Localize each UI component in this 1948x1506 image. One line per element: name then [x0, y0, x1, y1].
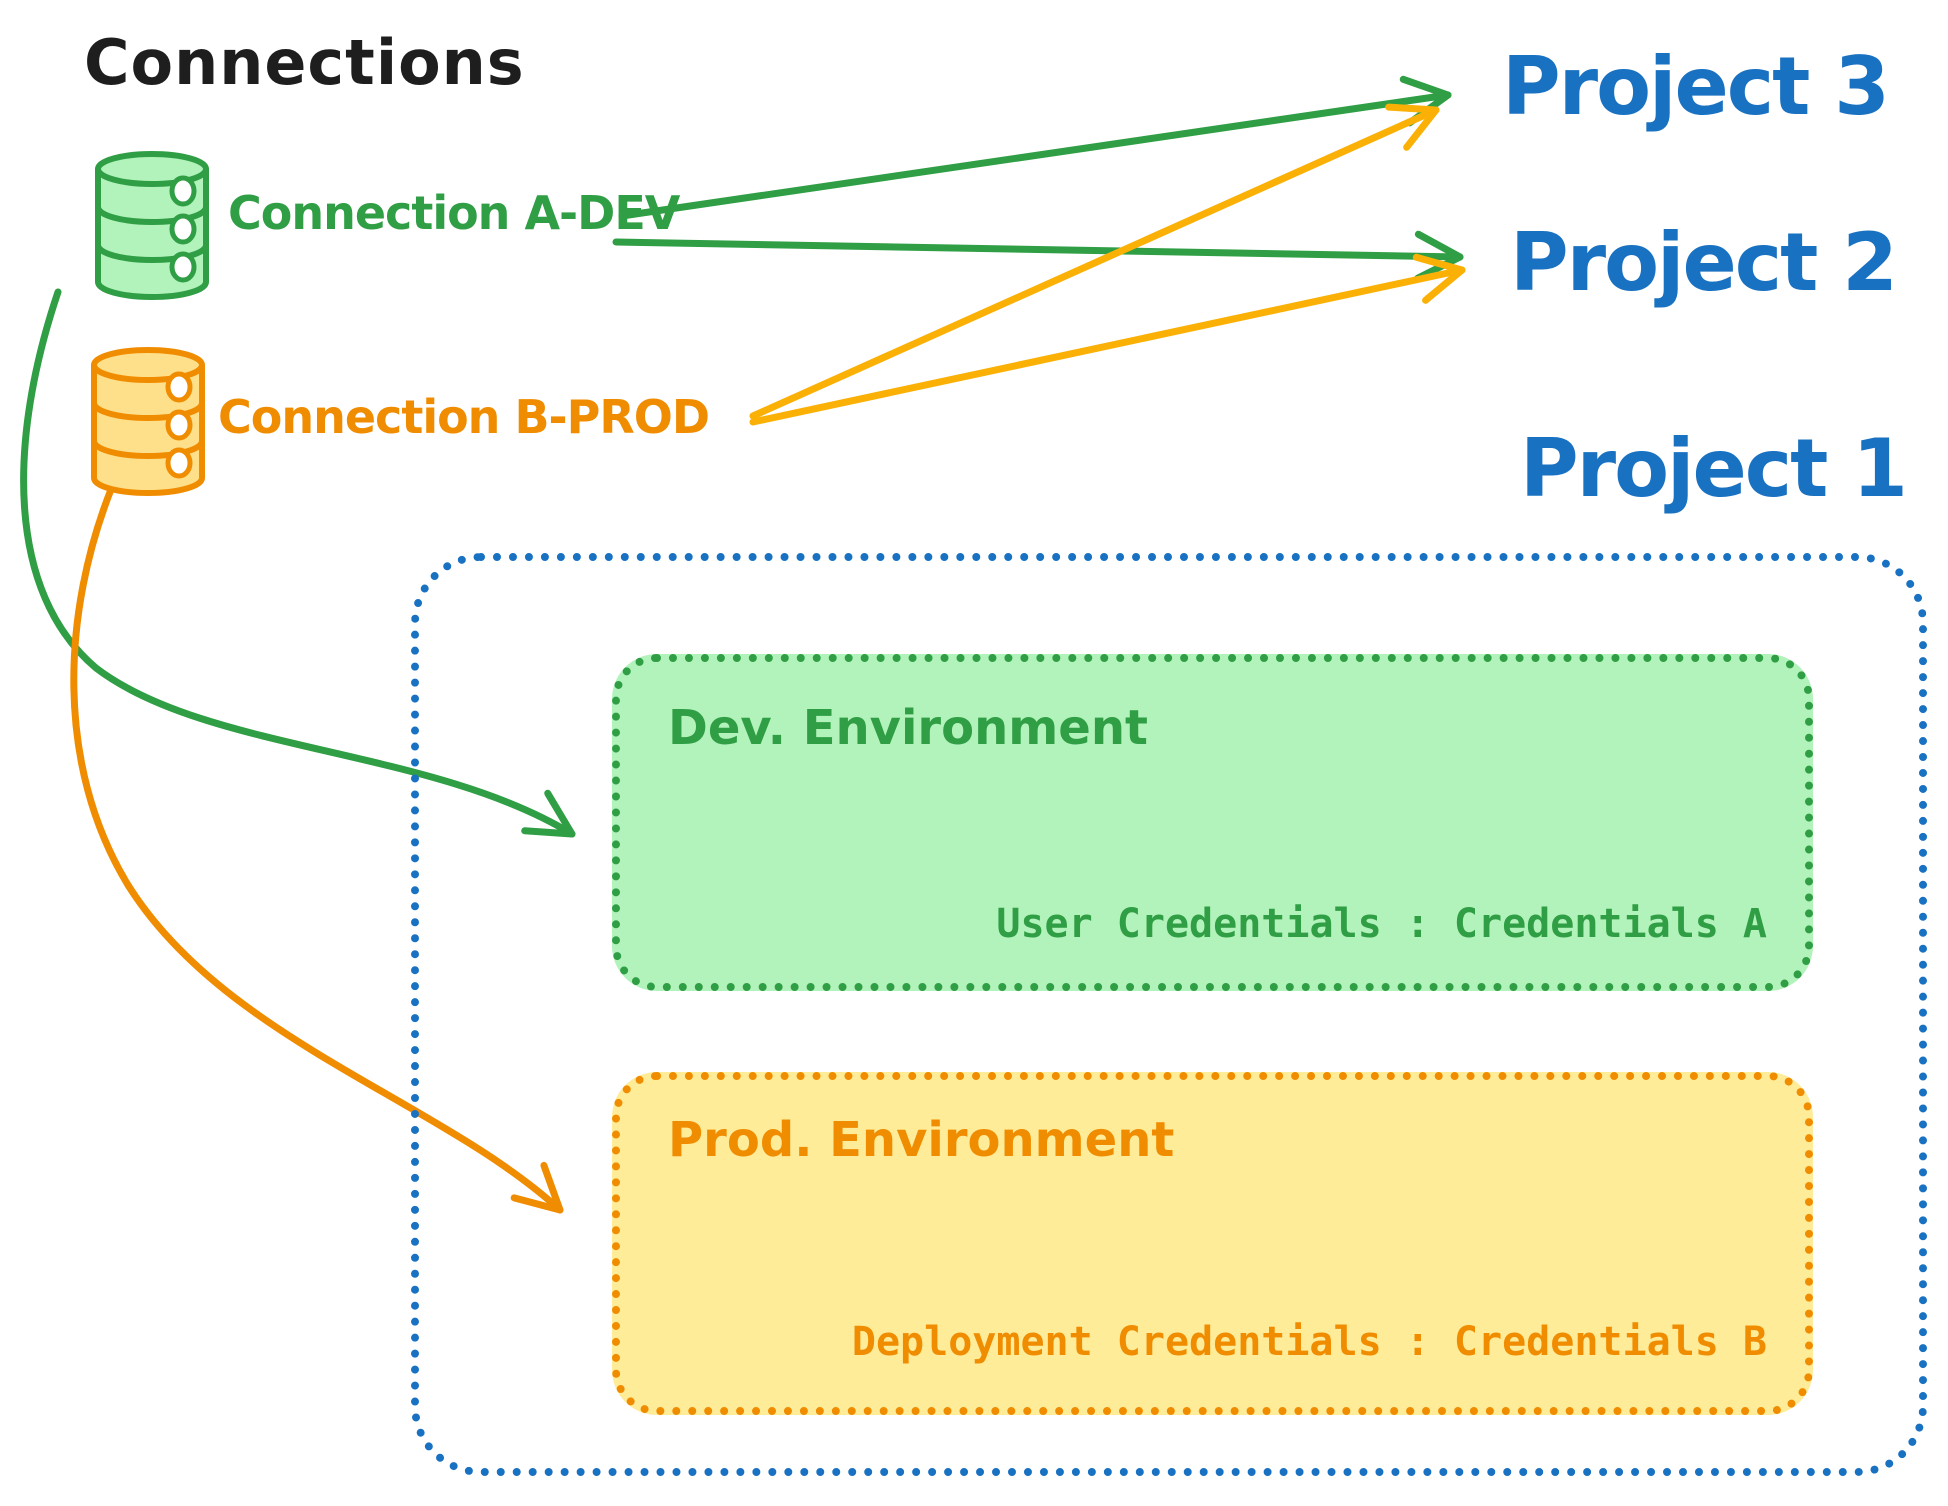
project-2-label: Project 2 — [1510, 216, 1898, 309]
connection-b-prod-label: Connection B-PROD — [218, 390, 710, 444]
dev-environment-credentials: User Credentials : Credentials A — [996, 901, 1767, 947]
arrow-b-prod-to-project-3 — [749, 103, 1440, 420]
prod-environment-credentials: Deployment Credentials : Credentials B — [851, 1319, 1767, 1365]
database-icon — [91, 347, 205, 496]
project-1-label: Project 1 — [1520, 422, 1908, 515]
database-icon — [95, 151, 209, 300]
diagram-title: Connections — [84, 26, 525, 99]
prod-environment-box: Prod. Environment Deployment Credentials… — [612, 1072, 1813, 1415]
dev-environment-box: Dev. Environment User Credentials : Cred… — [612, 654, 1813, 991]
project-1-container — [411, 553, 1927, 1476]
arrow-b-prod-to-project-2 — [749, 253, 1466, 426]
arrow-a-dev-to-project-2 — [612, 230, 1464, 282]
project-3-label: Project 3 — [1502, 40, 1890, 133]
prod-environment-title: Prod. Environment — [668, 1112, 1175, 1168]
arrow-a-dev-to-project-3 — [618, 75, 1452, 220]
connection-a-dev-label: Connection A-DEV — [228, 186, 680, 240]
dev-environment-title: Dev. Environment — [668, 700, 1148, 756]
